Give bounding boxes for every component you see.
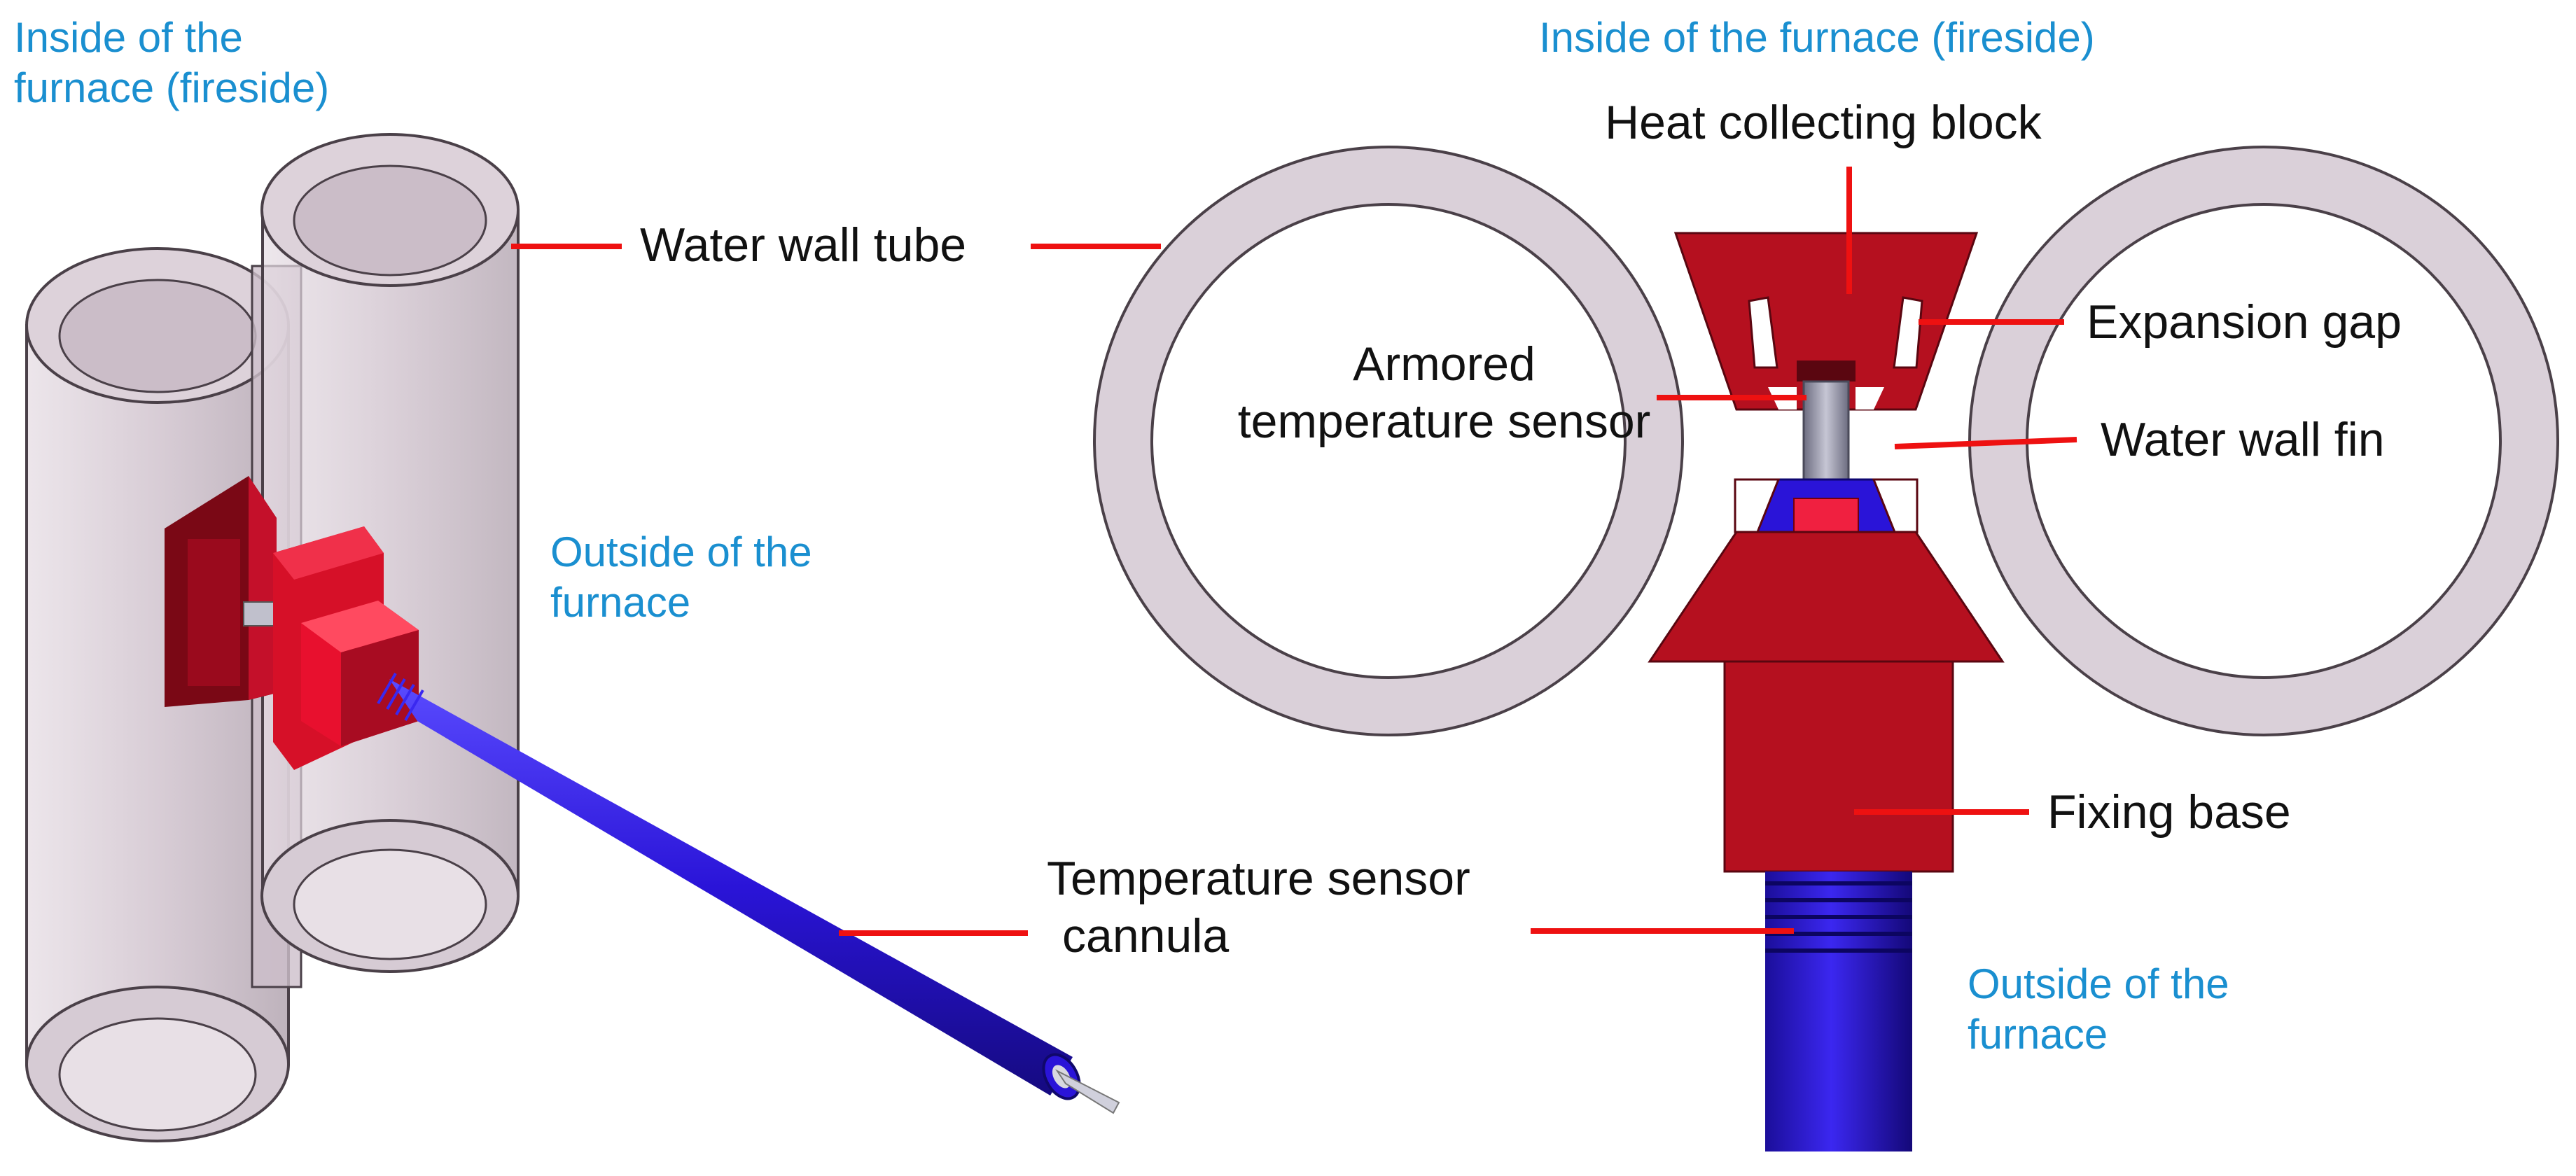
heat-collecting-block-label: Heat collecting block — [1605, 96, 2042, 149]
temperature-sensor-cannula-section — [1765, 872, 1912, 1152]
cannula-line2: cannula — [1062, 909, 1230, 962]
left-inside-furnace-line1: Inside of the — [14, 14, 243, 61]
heat-collecting-block-3d — [165, 476, 277, 707]
callout-arrows — [510, 167, 2077, 936]
water-wall-tube-left-section — [1093, 146, 1684, 736]
left-3d-view — [25, 133, 1120, 1142]
arrow-water-wall-fin — [1894, 437, 2077, 449]
armored-sensor-line1: Armored — [1353, 337, 1536, 391]
cannula-line1: Temperature sensor — [1047, 852, 1470, 905]
water-wall-tube-right-section — [1968, 146, 2559, 736]
left-inside-furnace-line2: furnace (fireside) — [14, 64, 330, 111]
water-wall-fin-label: Water wall fin — [2101, 413, 2385, 466]
cannula-label: Temperature sensor cannula — [1047, 850, 1470, 965]
right-section-view — [1093, 146, 2559, 1152]
left-outside-furnace-line2: furnace — [550, 579, 691, 626]
right-outside-furnace-line1: Outside of the — [1968, 960, 2229, 1007]
right-outside-furnace-label: Outside of the furnace — [1968, 959, 2229, 1060]
armored-temperature-sensor-section — [1802, 380, 1850, 481]
heat-collecting-block-section — [1673, 232, 1979, 411]
fixing-base-section — [1723, 660, 1954, 873]
left-outside-furnace-label: Outside of the furnace — [550, 527, 812, 628]
fixing-base-3d — [273, 526, 419, 770]
right-outside-furnace-line2: furnace — [1968, 1011, 2108, 1058]
armored-sensor-line2: temperature sensor — [1237, 394, 1651, 448]
sensor-seat-section — [1734, 478, 1919, 533]
temperature-sensor-cannula-3d — [377, 672, 1120, 1114]
fixing-base-label: Fixing base — [2047, 785, 2291, 839]
expansion-gap-label: Expansion gap — [2087, 295, 2402, 349]
lower-flange-section — [1648, 531, 2005, 663]
water-wall-tube-label: Water wall tube — [640, 218, 967, 272]
left-outside-furnace-line1: Outside of the — [550, 528, 812, 575]
left-inside-furnace-label: Inside of the furnace (fireside) — [14, 13, 329, 113]
right-inside-furnace-label: Inside of the furnace (fireside) — [1539, 14, 2095, 61]
armored-sensor-label: Armored temperature sensor — [1211, 336, 1677, 450]
